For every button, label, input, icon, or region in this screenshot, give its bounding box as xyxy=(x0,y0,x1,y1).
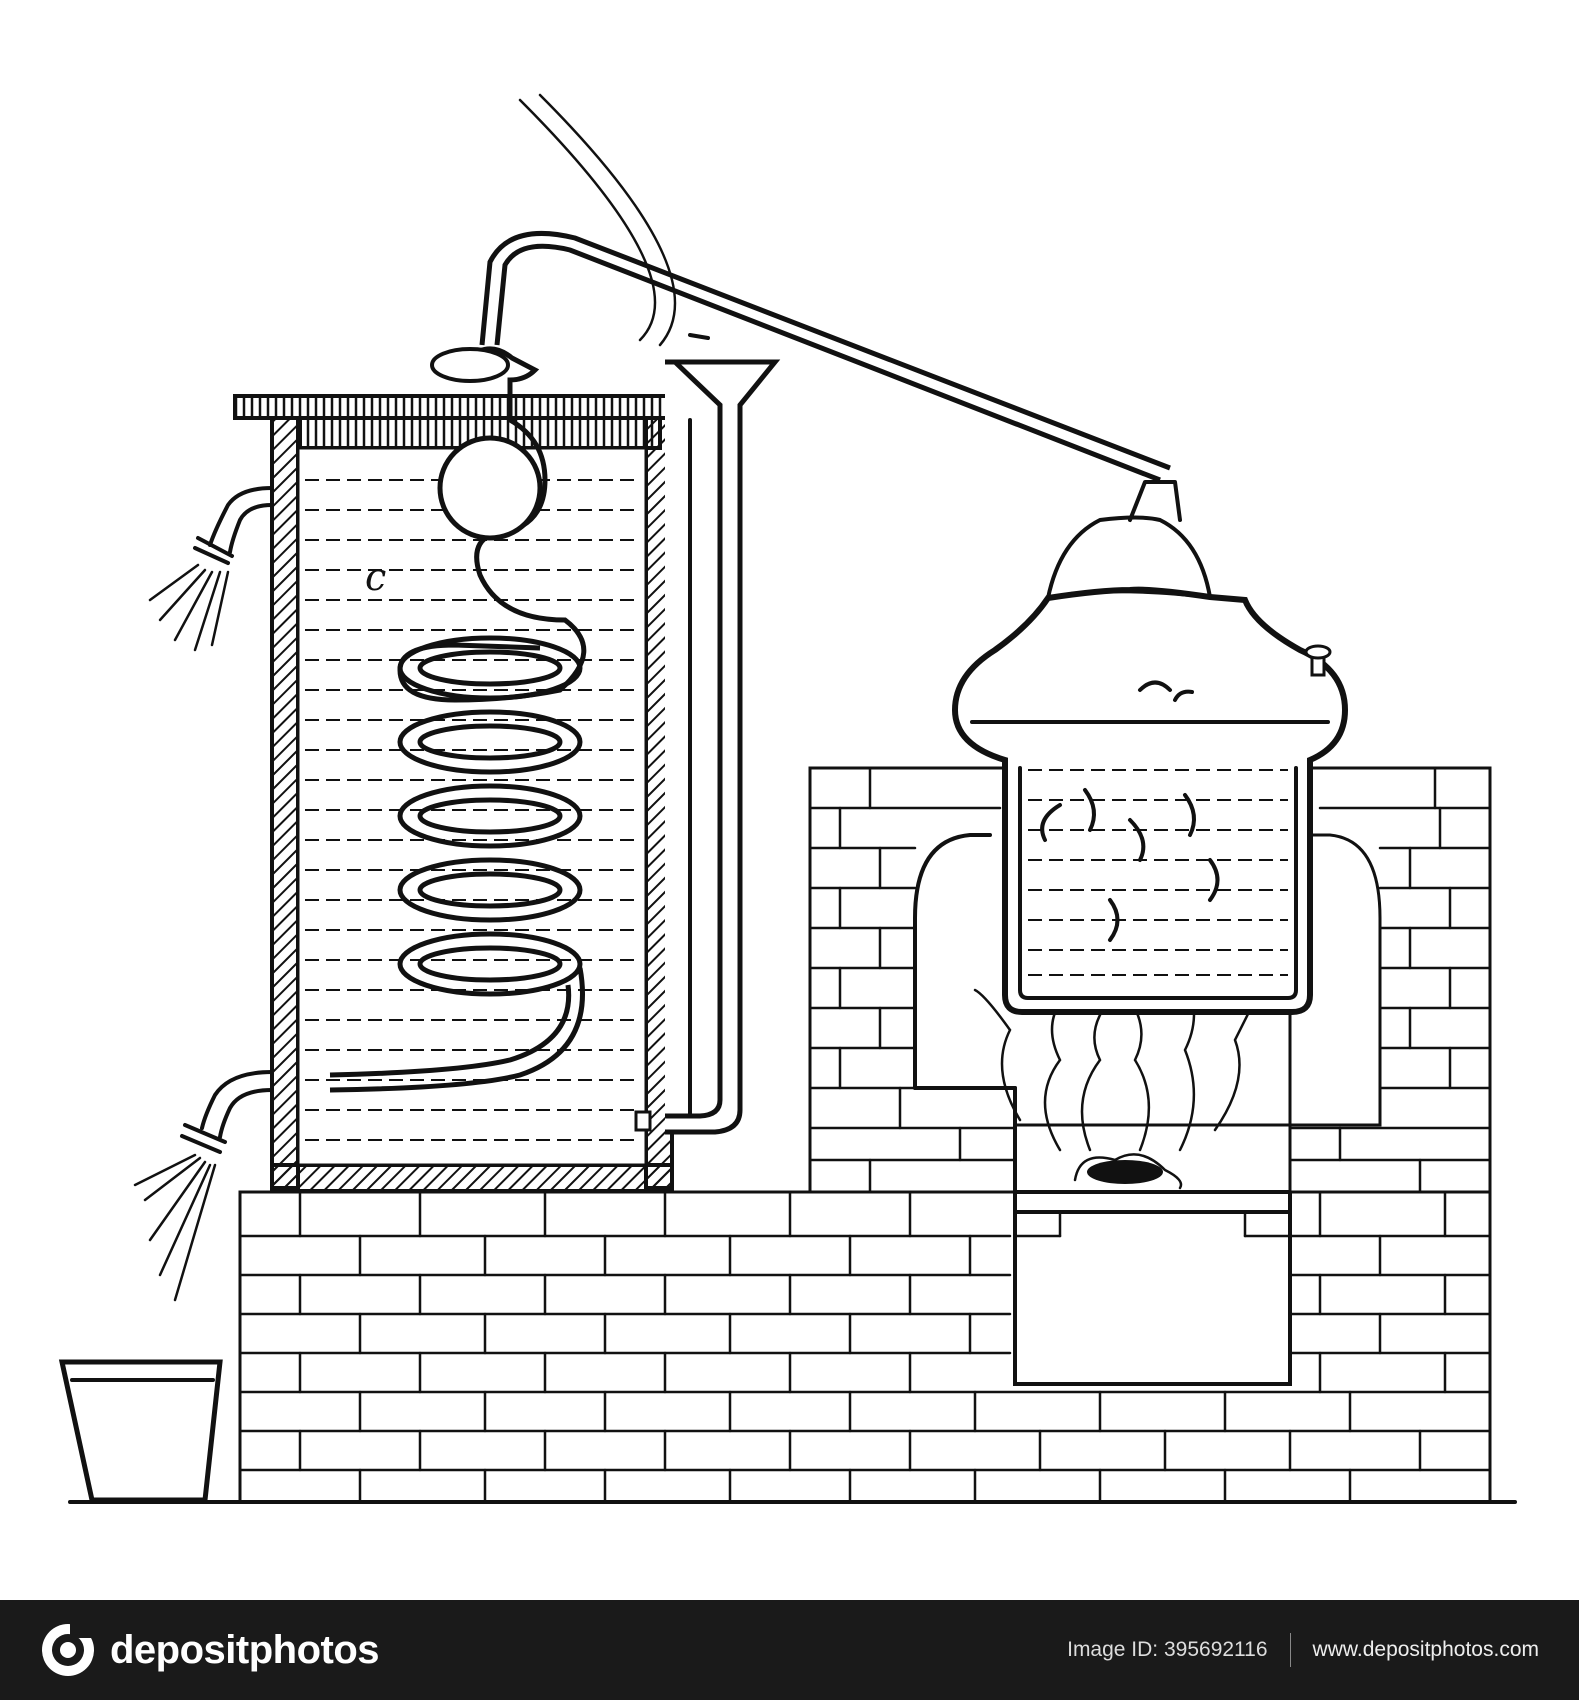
site-url-link[interactable]: www.depositphotos.com xyxy=(1312,1638,1539,1661)
footer-divider xyxy=(1289,1633,1291,1667)
collection-bucket xyxy=(58,1359,223,1503)
delivery-pipe xyxy=(479,93,1171,483)
condenser-label: c xyxy=(365,555,386,599)
brick-base xyxy=(68,1190,1517,1504)
coil-worm xyxy=(329,346,587,1093)
footer-meta: Image ID: 395692116 www.depositphotos.co… xyxy=(1067,1633,1539,1667)
funnel-tube xyxy=(634,359,781,1135)
image-id: Image ID: 395692116 xyxy=(1067,1638,1268,1661)
brand-name: depositphotos xyxy=(110,1627,380,1672)
boiler-still xyxy=(951,480,1349,1015)
brand[interactable]: depositphotos xyxy=(40,1622,380,1678)
water-hoses xyxy=(133,486,274,1302)
stock-footer-bar: depositphotos Image ID: 395692116 www.de… xyxy=(0,1600,1579,1700)
depositphotos-logo-icon xyxy=(42,1624,94,1676)
distillation-apparatus-illustration: c xyxy=(58,93,1517,1504)
